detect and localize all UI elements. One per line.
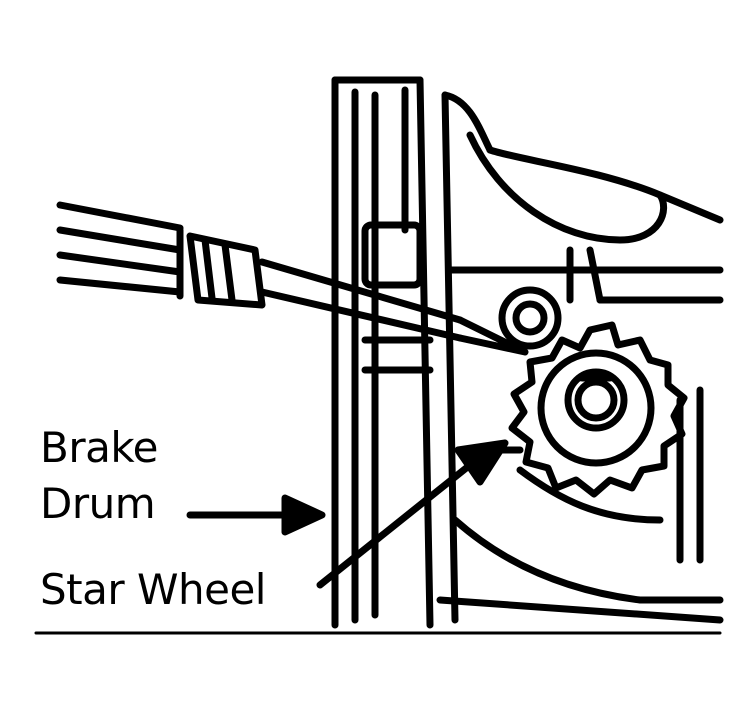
backing-plate [331, 76, 724, 629]
star-wheel-arrow [316, 439, 509, 589]
pivot-hole [498, 286, 562, 350]
star-wheel-label: Star Wheel [40, 565, 266, 614]
brake-drum-arrow [186, 494, 326, 536]
adjuster-socket [361, 221, 434, 374]
brake-drum-label-line2: Drum [40, 479, 156, 528]
star-wheel [508, 321, 688, 498]
brake-drum-label-line1: Brake [40, 423, 158, 472]
screwdriver [56, 201, 529, 356]
